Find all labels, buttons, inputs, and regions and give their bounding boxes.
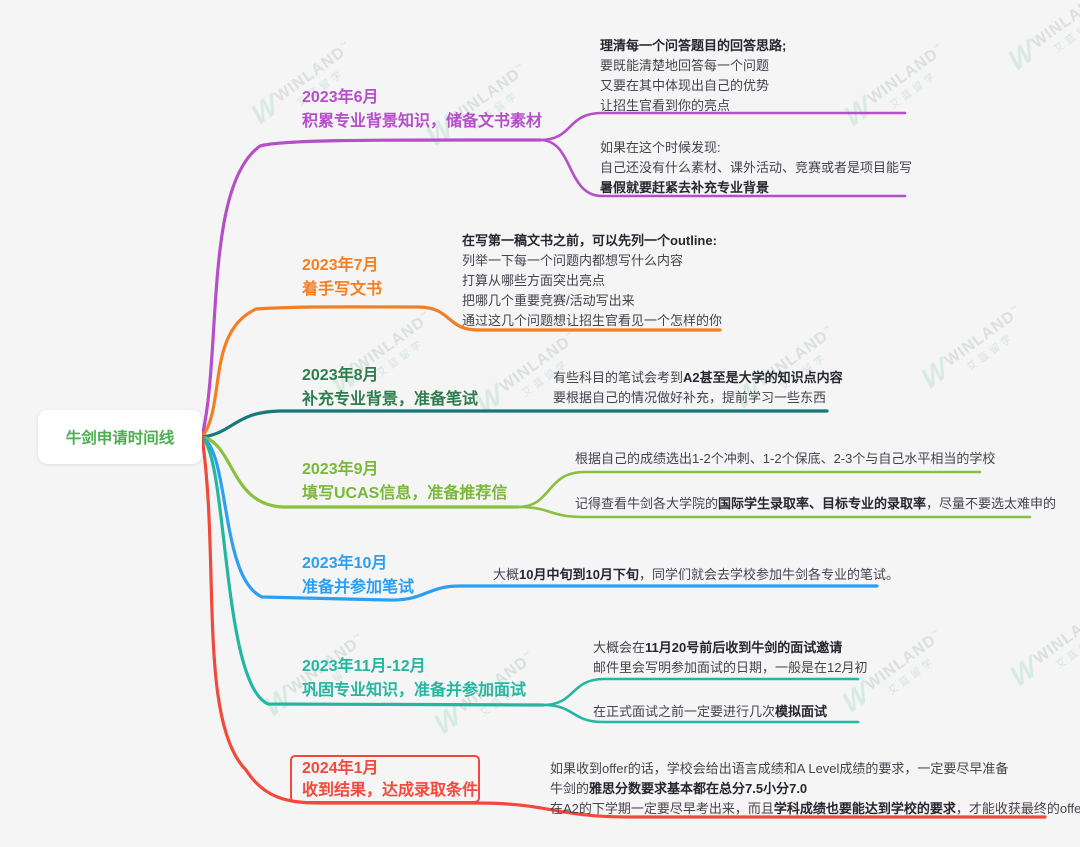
branch-curve-sep-c1 [516, 470, 982, 509]
branch-title: 准备并参加笔试 [302, 579, 415, 596]
branch-curve-novdec-c1 [541, 677, 860, 707]
branch-curve-sep [200, 435, 520, 509]
branch-title: 巩固专业知识，准备并参加面试 [302, 682, 527, 699]
branch-label-novdec[interactable]: 2023年11月-12月 巩固专业知识，准备并参加面试 [302, 655, 526, 703]
branch-date: 2023年11月-12月 [302, 658, 426, 675]
root-label: 牛剑申请时间线 [65, 430, 175, 447]
detail-node-sep-2[interactable]: 记得查看牛剑各大学院的国际学生录取率、目标专业的录取率，尽量不要选太难申的 [575, 496, 1057, 511]
detail-node-jul-1[interactable]: 在写第一稿文书之前，可以先列一个outline:列举一下每一个问题内都想写什么内… [462, 233, 723, 328]
detail-node-sep-1[interactable]: 根据自己的成绩选出1-2个冲刺、1-2个保底、2-3个与自己水平相当的学校 [575, 451, 996, 466]
branch-date: 2023年7月 [302, 257, 379, 274]
branch-curve-jun-c1 [538, 111, 907, 142]
branch-curve-jun-c2 [538, 138, 907, 198]
jan-highlight-box [290, 755, 480, 803]
branch-curve-jul [200, 305, 722, 439]
detail-node-novdec-2[interactable]: 在正式面试之前一定要进行几次模拟面试 [593, 704, 828, 719]
branch-label-aug[interactable]: 2023年8月 补充专业背景，准备笔试 [302, 364, 478, 412]
branch-curve-aug [200, 409, 829, 439]
branch-label-jan[interactable]: 2024年1月 收到结果，达成录取条件 [302, 758, 478, 802]
branch-curve-novdec [200, 435, 545, 707]
detail-node-oct-1[interactable]: 大概10月中旬到10月下旬，同学们就会去学校参加牛剑各专业的笔试。 [493, 567, 899, 582]
branch-title: 收到结果，达成录取条件 [302, 782, 479, 799]
branch-date: 2024年1月 [302, 760, 379, 777]
branch-date: 2023年8月 [302, 367, 379, 384]
branch-label-jul[interactable]: 2023年7月 着手写文书 [302, 254, 382, 302]
branch-date: 2023年10月 [302, 555, 388, 572]
branch-label-sep[interactable]: 2023年9月 填写UCAS信息，准备推荐信 [302, 458, 507, 506]
branch-label-jun[interactable]: 2023年6月 积累专业背景知识，储备文书素材 [302, 86, 542, 134]
branch-curve-jun [200, 138, 542, 439]
detail-node-jun-1[interactable]: 理清每一个问答题目的回答思路;要既能清楚地回答每一个问题又要在其中体现出自己的优… [600, 38, 787, 113]
branch-title: 积累专业背景知识，储备文书素材 [302, 113, 543, 130]
branch-title: 补充专业背景，准备笔试 [302, 391, 479, 408]
detail-node-jan-1[interactable]: 如果收到offer的话，学校会给出语言成绩和A Level成绩的要求，一定要尽早… [550, 761, 1080, 816]
detail-node-jun-2[interactable]: 如果在这个时候发现:自己还没有什么素材、课外活动、竞赛或者是项目能写暑假就要赶紧… [600, 140, 913, 195]
branch-date: 2023年6月 [302, 89, 379, 106]
branch-curve-oct [200, 435, 879, 602]
branch-date: 2023年9月 [302, 461, 379, 478]
branch-title: 填写UCAS信息，准备推荐信 [302, 485, 508, 502]
detail-node-novdec-1[interactable]: 大概会在11月20号前后收到牛剑的面试邀请邮件里会写明参加面试的日期，一般是在1… [593, 640, 868, 675]
detail-node-aug-1[interactable]: 有些科目的笔试会考到A2甚至是大学的知识点内容要根据自己的情况做好补充，提前学习… [553, 370, 843, 405]
branch-curve-sep-c2 [516, 505, 1032, 519]
branch-curve-novdec-c2 [541, 703, 860, 724]
branch-title: 着手写文书 [302, 281, 383, 298]
root-node[interactable]: 牛剑申请时间线 [38, 410, 202, 464]
branch-curve-jan [200, 435, 1047, 819]
branch-label-oct[interactable]: 2023年10月 准备并参加笔试 [302, 552, 414, 600]
